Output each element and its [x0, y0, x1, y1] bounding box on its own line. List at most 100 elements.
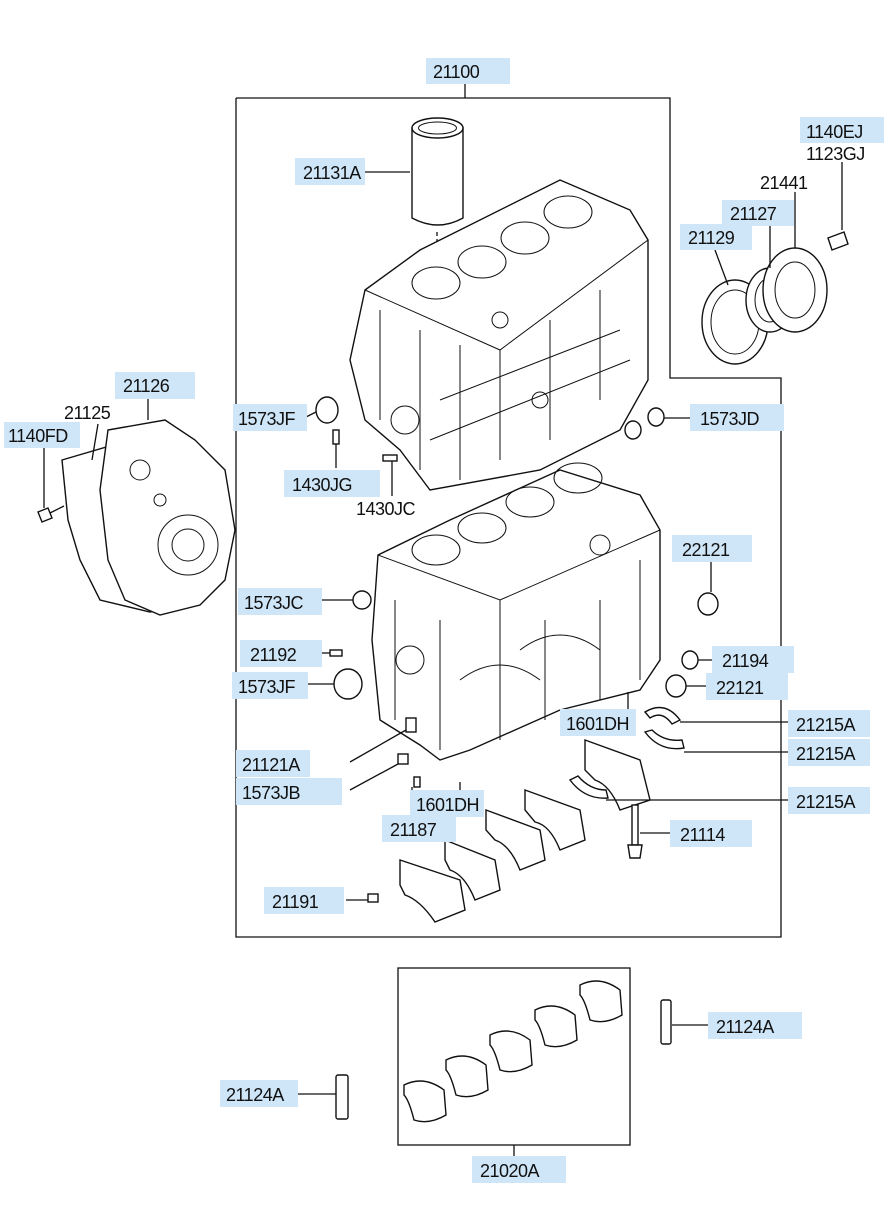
- bearing-liner-set-frame: [397, 967, 631, 1158]
- label-liner-set[interactable]: 21020A: [472, 1156, 566, 1183]
- sleeve-21121a[interactable]: [405, 717, 417, 733]
- label-21121a[interactable]: 21121A: [236, 750, 310, 777]
- thrust-washer-lower[interactable]: [643, 729, 685, 750]
- label-1573jf-top[interactable]: 1573JF: [233, 404, 307, 431]
- label-text: 21191: [272, 892, 319, 912]
- label-1573jc[interactable]: 1573JC: [238, 588, 322, 615]
- label-22121-top[interactable]: 22121: [672, 535, 752, 562]
- label-1573jb[interactable]: 1573JB: [236, 778, 342, 805]
- key-21124a-left[interactable]: [335, 1074, 349, 1120]
- label-21192[interactable]: 21192: [240, 640, 322, 667]
- front-case-bolt[interactable]: [37, 505, 65, 523]
- label-text: 1601DH: [416, 795, 479, 815]
- pin-21191[interactable]: [367, 893, 379, 903]
- label-text: 1140EJ: [806, 122, 863, 142]
- label-1140ej[interactable]: 1140EJ: [800, 117, 884, 143]
- label-21131a[interactable]: 21131A: [295, 158, 365, 185]
- label-text: 1140FD: [8, 426, 68, 446]
- plug-22121-lower[interactable]: [665, 674, 687, 698]
- pin-21192[interactable]: [329, 649, 343, 657]
- label-22121-bottom[interactable]: 22121: [706, 673, 788, 700]
- label-text: 1430JG: [292, 475, 352, 495]
- label-21187[interactable]: 21187: [382, 815, 456, 842]
- label-21441: 21441: [760, 173, 809, 193]
- label-21124a-left[interactable]: 21124A: [220, 1080, 298, 1107]
- thrust-washer-cap[interactable]: [568, 775, 609, 799]
- label-21127[interactable]: 21127: [722, 200, 794, 226]
- cylinder-block-lower-view[interactable]: [371, 462, 661, 761]
- label-text: 21020A: [480, 1161, 540, 1181]
- label-21126[interactable]: 21126: [115, 372, 195, 399]
- cylinder-block-upper-view[interactable]: [349, 179, 649, 491]
- label-21129[interactable]: 21129: [680, 224, 752, 250]
- label-text: 1430JC: [356, 499, 416, 519]
- label-text: 21131A: [303, 163, 361, 183]
- label-text: 21100: [433, 62, 480, 82]
- label-text: 21215A: [796, 715, 856, 735]
- label-21124a-right[interactable]: 21124A: [708, 1012, 802, 1039]
- cylinder-block-assembly-frame: [235, 82, 782, 938]
- plug-1573jb[interactable]: [397, 753, 409, 765]
- oil-seal-case-bolt[interactable]: [827, 231, 849, 251]
- label-text: 21187: [390, 820, 437, 840]
- label-text: 21126: [123, 376, 170, 396]
- main-bearing-cap-bolt[interactable]: [627, 804, 643, 859]
- plug-1573jc[interactable]: [352, 590, 372, 610]
- label-1430jc: 1430JC: [356, 499, 416, 519]
- label-21114[interactable]: 21114: [670, 820, 752, 847]
- label-1573jd[interactable]: 1573JD: [690, 404, 784, 431]
- label-text: 1573JC: [244, 593, 304, 613]
- label-21125: 21125: [64, 403, 111, 423]
- label-text: 21125: [64, 403, 111, 423]
- label-21215a-1[interactable]: 21215A: [788, 710, 870, 737]
- label-text: 1601DH: [566, 714, 629, 734]
- label-text: 1573JD: [700, 409, 760, 429]
- label-text: 21124A: [226, 1085, 284, 1105]
- label-text: 21215A: [796, 792, 856, 812]
- label-text: 1573JF: [238, 677, 296, 697]
- plug-21194[interactable]: [681, 650, 699, 670]
- label-text: 22121: [716, 678, 764, 698]
- label-21191[interactable]: 21191: [264, 887, 344, 914]
- plug-1573jd-right[interactable]: [647, 407, 665, 427]
- label-text: 1573JB: [242, 783, 301, 803]
- label-text: 21124A: [716, 1017, 774, 1037]
- label-1601dh-left[interactable]: 1601DH: [410, 790, 484, 817]
- thrust-washer-upper[interactable]: [643, 706, 682, 725]
- label-text: 21121A: [242, 755, 300, 775]
- front-case-cover[interactable]: [99, 419, 236, 616]
- label-1123gj: 1123GJ: [806, 144, 865, 164]
- label-text: 21114: [680, 825, 725, 845]
- main-bearing-caps[interactable]: [399, 739, 651, 923]
- pin-21187[interactable]: [413, 776, 421, 788]
- cylinder-liner[interactable]: [411, 117, 464, 280]
- rear-oil-seal-case[interactable]: [762, 247, 828, 333]
- label-1573jf-bottom[interactable]: 1573JF: [232, 672, 308, 699]
- label-text: 21129: [688, 228, 735, 248]
- plug-22121-upper[interactable]: [697, 592, 719, 616]
- label-text: 21127: [730, 204, 777, 224]
- label-1140fd[interactable]: 1140FD: [4, 422, 80, 448]
- label-assembly[interactable]: 21100: [426, 58, 510, 84]
- label-text: 21441: [760, 173, 808, 193]
- label-21215a-2[interactable]: 21215A: [788, 739, 870, 766]
- plug-1573jd-left[interactable]: [624, 420, 642, 440]
- dowel-1430jc[interactable]: [382, 454, 398, 462]
- label-text: 21194: [722, 651, 769, 671]
- key-21124a-right[interactable]: [660, 999, 672, 1045]
- label-text: 22121: [682, 540, 730, 560]
- label-text: 21192: [250, 645, 297, 665]
- plug-1573jf-lower[interactable]: [333, 668, 363, 700]
- label-1601dh-right[interactable]: 1601DH: [560, 709, 636, 736]
- plug-1573jf-upper[interactable]: [315, 396, 339, 424]
- dowel-1430jg[interactable]: [332, 429, 340, 445]
- label-text: 1573JF: [238, 409, 296, 429]
- label-1430jg[interactable]: 1430JG: [284, 470, 380, 497]
- label-text: 21215A: [796, 744, 856, 764]
- bearing-liners[interactable]: [403, 980, 623, 1123]
- label-21194[interactable]: 21194: [712, 646, 794, 673]
- label-21215a-3[interactable]: 21215A: [788, 787, 870, 814]
- label-text: 1123GJ: [806, 144, 865, 164]
